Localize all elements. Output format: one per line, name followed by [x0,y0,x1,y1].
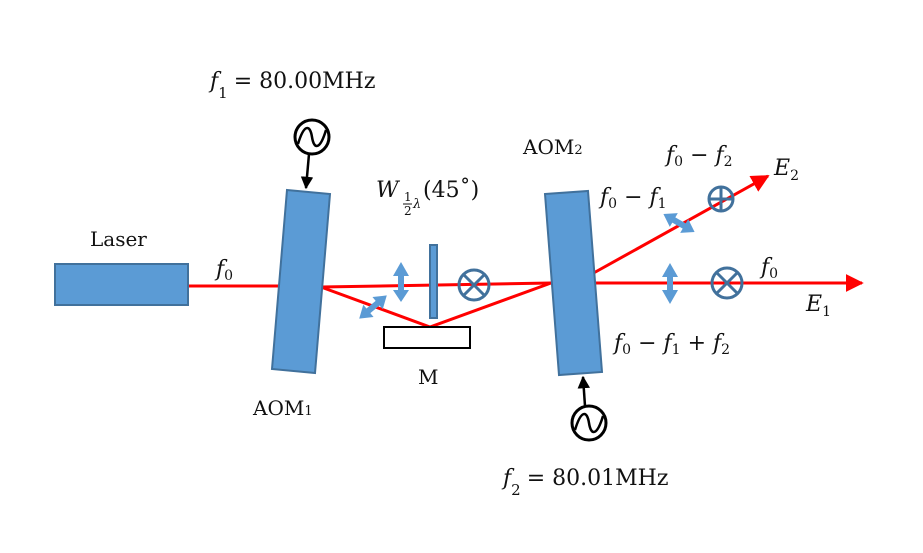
rf1-frequency-label: f1= 80.00MHz [208,69,375,102]
beam-label-f0-minus-f1-plus-f2: f0 − f1 + f2 [612,331,730,358]
double-arrow-vertical-icon [393,262,409,302]
rf1-arrow [300,153,314,190]
double-arrow-vertical-icon [662,263,678,304]
mirror-label: M [418,365,438,389]
sine-wave-icon [296,126,328,148]
polarization-vertical-2 [662,263,678,304]
polarization-vertical-1 [393,262,409,302]
sine-wave-icon [573,412,605,434]
half-wave-plate [429,244,438,319]
polarization-diagonal-1 [359,295,387,319]
cross-circle-icon [710,266,744,300]
polarization-out-of-plane-2 [710,266,744,300]
laser-box [54,263,189,306]
aom1-label: AOM1 [252,396,313,420]
oscillator-icon [570,404,608,442]
polarization-out-of-plane-1 [457,268,491,302]
rf2-arrow [577,375,591,407]
aom2-label: AOM2 [522,135,583,159]
rf-source-2 [570,375,608,442]
rf2-frequency-label: f2= 80.01MHz [501,466,668,499]
aom2-crystal [543,189,604,377]
polarization-in-plane-e2 [707,185,735,213]
double-arrow-diagonal-icon [359,295,387,319]
laser-label: Laser [90,227,147,251]
waveplate-frac-den: 2 [404,204,412,218]
beam-label-f0-input: f0 [214,257,233,284]
waveplate-label: W [376,178,401,203]
output-label-e1: E1 [805,292,831,320]
beam-label-f0-e1: f0 [759,255,778,282]
aom1-crystal [270,188,332,375]
oscillator-icon [293,118,331,156]
beam-label-f0-minus-f2: f0 − f2 [664,143,733,170]
waveplate-angle: (45˚) [423,176,479,203]
beam-label-f0-minus-f1: f0 − f1 [598,185,667,212]
rf-source-1 [293,118,331,190]
waveplate-lambda: λ [412,197,421,212]
polarization-diagonal-2 [663,213,695,233]
mirror [383,326,471,349]
output-label-e2: E2 [773,156,799,184]
waveplate-frac-num: 1 [404,190,412,204]
cross-circle-icon [457,268,491,302]
double-arrow-diagonal-icon [663,213,695,233]
